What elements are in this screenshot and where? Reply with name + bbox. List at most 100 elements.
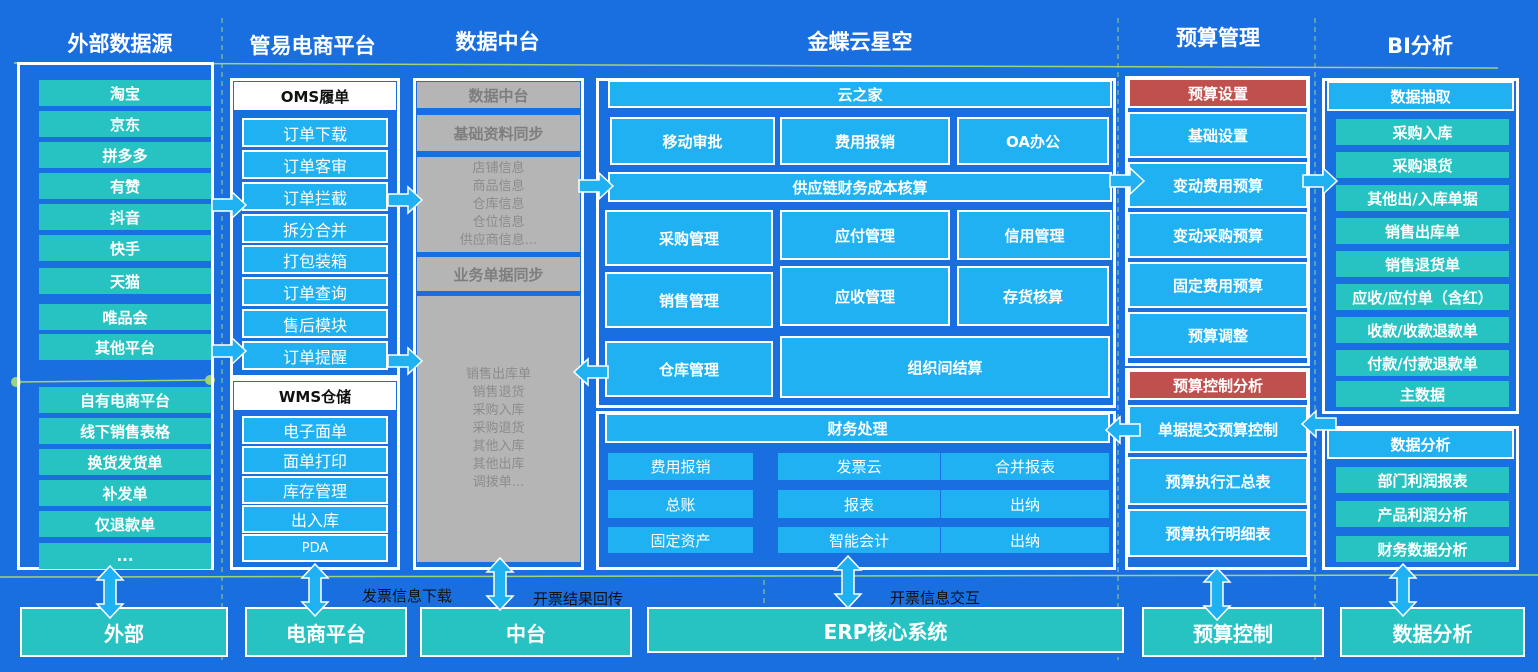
wms-item: 电子面单	[242, 416, 388, 444]
external-item: 京东	[39, 111, 211, 137]
finance-item: 合并报表	[941, 453, 1109, 480]
arrow-budget-to-bi	[1302, 167, 1338, 195]
external-item: 天猫	[39, 268, 211, 294]
bi-extract-panel	[1322, 78, 1519, 414]
external-item: 抖音	[39, 204, 211, 230]
cloud-item-oa: OA办公	[957, 117, 1109, 165]
budget-control-title: 预算控制分析	[1128, 370, 1308, 400]
arrow-ecommerce-bottom	[301, 563, 329, 617]
bi-analysis-item: 产品利润分析	[1336, 501, 1509, 527]
bi-analysis-item: 财务数据分析	[1336, 536, 1509, 562]
wms-item: PDA	[242, 534, 388, 562]
sc-org-settlement: 组织间结算	[780, 336, 1110, 398]
bi-extract-item: 其他出/入库单据	[1336, 185, 1509, 211]
bi-analysis-item: 部门利润报表	[1336, 467, 1509, 493]
arrow-kingdee-to-hub	[573, 358, 609, 386]
bi-analysis-title: 数据分析	[1327, 429, 1514, 459]
budget-setup-item: 变动费用预算	[1128, 162, 1308, 208]
cloud-item-expense: 费用报销	[780, 117, 950, 165]
oms-item: 打包装箱	[242, 245, 388, 274]
bi-analysis-panel	[1322, 426, 1519, 570]
budget-setup-item: 固定费用预算	[1128, 262, 1308, 308]
arrow-oms-to-hub-2	[387, 347, 423, 375]
wms-item: 面单打印	[242, 446, 388, 474]
bottom-datacenter: 中台	[420, 607, 632, 657]
bi-extract-item: 销售出库单	[1336, 218, 1509, 244]
cloud-item-approval: 移动审批	[610, 117, 775, 165]
base-sync-title: 基础资料同步	[417, 115, 580, 151]
bi-extract-item: 采购退货	[1336, 152, 1509, 178]
biz-sync-items: 销售出库单销售退货采购入库采购退货其他入库其他出库调拨单...	[417, 296, 580, 562]
external-item: 淘宝	[39, 80, 211, 106]
oms-panel	[230, 78, 400, 378]
note-invoice-download: 发票信息下载	[362, 587, 453, 605]
finance-bar: 财务处理	[605, 413, 1110, 443]
oms-item: 订单查询	[242, 277, 388, 306]
budget-control-item: 预算执行汇总表	[1128, 457, 1308, 505]
base-sync-item: 仓位信息	[472, 214, 525, 230]
oms-item: 拆分合并	[242, 214, 388, 243]
sc-receivable: 应收管理	[780, 266, 950, 326]
header-datacenter: 数据中台	[455, 30, 540, 54]
arrow-erp-bottom	[834, 555, 862, 609]
bi-extract-item: 销售退货单	[1336, 251, 1509, 277]
base-sync-item: 店铺信息	[472, 160, 525, 176]
bottom-erp: ERP核心系统	[647, 607, 1124, 653]
sc-payable: 应付管理	[780, 210, 950, 260]
bottom-budget: 预算控制	[1142, 607, 1324, 657]
arrow-hub-bottom	[486, 557, 514, 611]
bi-extract-item: 采购入库	[1336, 119, 1509, 145]
header-ecommerce: 管易电商平台	[249, 34, 376, 58]
oms-item: 订单提醒	[242, 341, 388, 370]
arrow-ext-to-oms-2	[211, 337, 247, 365]
arrow-bi-bottom	[1389, 563, 1417, 617]
biz-sync-item: 其他入库	[472, 439, 525, 454]
arrow-ext-bottom	[96, 565, 124, 619]
datahub-title: 数据中台	[417, 82, 580, 108]
oms-item: 订单下载	[242, 118, 388, 147]
sc-sales: 销售管理	[605, 272, 773, 328]
budget-setup-item: 基础设置	[1128, 112, 1308, 158]
arrow-oms-to-hub	[387, 186, 423, 214]
bi-extract-item: 付款/付款退款单	[1336, 350, 1509, 376]
sc-purchase: 采购管理	[605, 210, 773, 266]
external-item: 有赞	[39, 173, 211, 199]
wms-title: WMS仓储	[234, 382, 396, 410]
finance-item: 报表	[778, 490, 940, 518]
header-kingdee: 金蝶云星空	[807, 30, 913, 54]
header-bi: BI分析	[1387, 34, 1453, 58]
oms-item: 订单拦截	[242, 182, 388, 211]
external-item: 线下销售表格	[39, 418, 211, 444]
budget-control-item: 预算执行明细表	[1128, 509, 1308, 557]
budget-setup-title: 预算设置	[1128, 78, 1308, 108]
budget-setup-panel	[1125, 76, 1310, 366]
external-item: 拼多多	[39, 142, 211, 168]
header-budget: 预算管理	[1176, 26, 1260, 50]
supply-chain-bar: 供应链财务成本核算	[608, 172, 1112, 202]
kingdee-upper-panel	[596, 78, 1116, 408]
bottom-external: 外部	[20, 607, 228, 657]
biz-sync-item: 销售退货	[472, 385, 525, 400]
note-invoice-result: 开票结果回传	[533, 590, 624, 608]
header-external: 外部数据源	[67, 32, 173, 56]
biz-sync-item: 其他出库	[472, 457, 525, 472]
bi-extract-item: 主数据	[1336, 381, 1509, 407]
budget-control-item: 单据提交预算控制	[1128, 405, 1308, 453]
oms-item: 售后模块	[242, 309, 388, 338]
arrow-hub-to-kingdee	[578, 172, 614, 200]
finance-item: 费用报销	[608, 453, 753, 480]
external-item: 其他平台	[39, 334, 211, 360]
finance-item: 出纳	[941, 490, 1109, 518]
biz-sync-item: 调拨单...	[472, 475, 525, 490]
arrow-bi-to-budget	[1301, 410, 1337, 438]
wms-item: 出入库	[242, 505, 388, 533]
external-item: 快手	[39, 235, 211, 261]
base-sync-item: 仓库信息	[472, 196, 525, 212]
base-sync-item: 商品信息	[472, 178, 525, 194]
external-item: ...	[39, 543, 211, 569]
finance-item: 出纳	[941, 527, 1109, 553]
biz-sync-item: 采购退货	[472, 421, 525, 436]
sc-inventory: 存货核算	[957, 266, 1109, 326]
